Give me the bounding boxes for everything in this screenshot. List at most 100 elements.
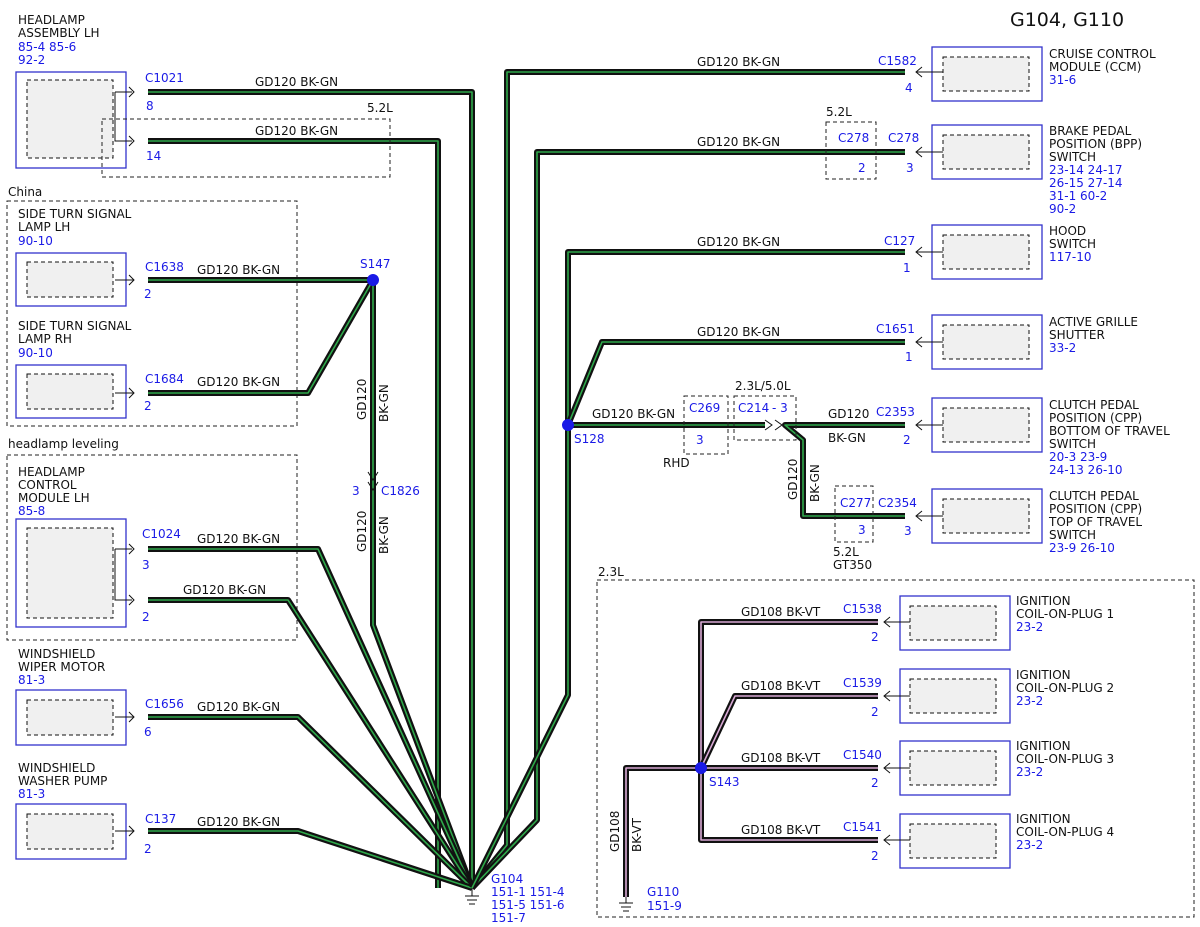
connector-arrow-icon (915, 336, 943, 348)
svg-text:23-14 24-17: 23-14 24-17 (1049, 163, 1123, 177)
svg-text:GD108 BK-VT: GD108 BK-VT (741, 751, 821, 765)
svg-text:3: 3 (352, 484, 360, 498)
svg-text:3: 3 (904, 524, 912, 538)
svg-text:5.2L: 5.2L (826, 105, 852, 119)
connector-arrow-icon (115, 711, 135, 723)
connector-c1582: C1582 (878, 54, 917, 68)
svg-text:SIDE TURN SIGNAL: SIDE TURN SIGNAL (18, 319, 132, 333)
wire-c1656 (148, 714, 475, 891)
svg-text:G104: G104 (491, 872, 523, 886)
connector-c277: C277 (840, 496, 871, 510)
svg-text:- 3: - 3 (772, 401, 788, 415)
svg-text:2.3L/5.0L: 2.3L/5.0L (735, 379, 791, 393)
svg-text:1: 1 (905, 350, 913, 364)
svg-text:151-7: 151-7 (491, 911, 526, 925)
svg-text:SWITCH: SWITCH (1049, 237, 1096, 251)
connector-arrow-icon (915, 419, 943, 431)
svg-text:151-9: 151-9 (647, 899, 682, 913)
connector-arrow-icon (915, 66, 943, 78)
svg-text:GD120: GD120 (828, 407, 869, 421)
connector-c1541: C1541 (843, 820, 882, 834)
svg-text:WINDSHIELD: WINDSHIELD (18, 761, 95, 775)
connector-c1638: C1638 (145, 260, 184, 274)
wire-c1021-8 (148, 89, 475, 888)
svg-text:GT350: GT350 (833, 558, 872, 572)
svg-text:23-2: 23-2 (1016, 838, 1043, 852)
connector-c1826: C1826 (381, 484, 420, 498)
svg-text:GD120 BK-GN: GD120 BK-GN (197, 532, 280, 546)
svg-text:23-9 26-10: 23-9 26-10 (1049, 541, 1115, 555)
svg-text:WINDSHIELD: WINDSHIELD (18, 647, 95, 661)
svg-text:26-15 27-14: 26-15 27-14 (1049, 176, 1123, 190)
svg-text:IGNITION: IGNITION (1016, 739, 1071, 753)
svg-text:LAMP LH: LAMP LH (18, 220, 70, 234)
svg-text:GD108 BK-VT: GD108 BK-VT (741, 605, 821, 619)
connector-arrow-icon (883, 834, 910, 846)
headlamp-assembly-lh-ref: 85-4 85-6 (18, 40, 76, 54)
svg-text:GD120 BK-GN: GD120 BK-GN (592, 407, 675, 421)
svg-text:HOOD: HOOD (1049, 224, 1086, 238)
svg-text:COIL-ON-PLUG 4: COIL-ON-PLUG 4 (1016, 825, 1114, 839)
svg-text:2: 2 (871, 705, 879, 719)
svg-text:TOP OF TRAVEL: TOP OF TRAVEL (1048, 515, 1142, 529)
splice-s143 (695, 762, 707, 774)
svg-text:3: 3 (142, 558, 150, 572)
svg-text:2: 2 (142, 610, 150, 624)
svg-text:SWITCH: SWITCH (1049, 437, 1096, 451)
svg-text:GD120 BK-GN: GD120 BK-GN (183, 583, 266, 597)
connector-c2353: C2353 (876, 405, 915, 419)
clutch-pedal-position-top-switch: C277 3 5.2L GT350 CLUTCH PEDAL POSITION … (833, 485, 1142, 572)
svg-text:90-10: 90-10 (18, 234, 53, 248)
ground-g110: G110 151-9 (619, 885, 682, 913)
connector-c269: C269 (689, 401, 720, 415)
ignition-coil-3: IGNITION COIL-ON-PLUG 3 23-2 C1540 2 GD1… (741, 739, 1114, 796)
connector-c278-inline: C278 (838, 131, 869, 145)
svg-text:GD108: GD108 (608, 811, 622, 852)
svg-text:WASHER PUMP: WASHER PUMP (18, 774, 107, 788)
svg-text:GD120 BK-GN: GD120 BK-GN (197, 263, 280, 277)
ignition-wires (623, 619, 878, 897)
headlamp-control-module-lh: HEADLAMP CONTROL MODULE LH 85-8 C1024 3 … (15, 465, 280, 628)
connector-arrow-icon (114, 86, 135, 147)
svg-text:3: 3 (858, 523, 866, 537)
svg-text:BK-GN: BK-GN (808, 464, 822, 502)
svg-text:G110: G110 (647, 885, 679, 899)
svg-text:2: 2 (144, 399, 152, 413)
svg-text:2: 2 (871, 849, 879, 863)
wire-label: GD120 BK-GN (255, 124, 338, 138)
diagram-title: G104, G110 (1010, 9, 1124, 31)
svg-text:CLUTCH PEDAL: CLUTCH PEDAL (1049, 489, 1139, 503)
svg-text:3: 3 (696, 433, 704, 447)
connector-c1024: C1024 (142, 527, 181, 541)
svg-text:MODULE LH: MODULE LH (18, 491, 90, 505)
svg-text:GD120 BK-GN: GD120 BK-GN (197, 700, 280, 714)
svg-text:GD120: GD120 (355, 379, 369, 420)
connector-c278: C278 (888, 131, 919, 145)
svg-text:31-1 60-2: 31-1 60-2 (1049, 189, 1107, 203)
svg-text:POSITION (CPP): POSITION (CPP) (1049, 411, 1142, 425)
splice-s128 (562, 419, 574, 431)
svg-text:BK-VT: BK-VT (630, 817, 644, 852)
connector-arrow-icon (915, 510, 943, 522)
svg-text:GD120 BK-GN: GD120 BK-GN (197, 375, 280, 389)
svg-text:31-6: 31-6 (1049, 73, 1076, 87)
svg-text:GD120 BK-GN: GD120 BK-GN (197, 815, 280, 829)
headlamp-assembly-lh: HEADLAMP ASSEMBLY LH 85-4 85-6 92-2 5.2L… (15, 13, 393, 178)
ground-icon (465, 888, 479, 905)
svg-text:151-1 151-4: 151-1 151-4 (491, 885, 565, 899)
svg-text:117-10: 117-10 (1049, 250, 1092, 264)
group-leveling-label: headlamp leveling (8, 437, 119, 451)
wire-c1538-c1541 (698, 619, 878, 843)
ground-wires (148, 69, 905, 891)
svg-text:IGNITION: IGNITION (1016, 594, 1071, 608)
svg-text:S143: S143 (709, 775, 740, 789)
brake-pedal-position-switch: 5.2L C278 2 BRAKE PEDAL POSITION (BPP) S… (697, 105, 1142, 216)
svg-text:81-3: 81-3 (18, 787, 45, 801)
inline-c277-box (834, 485, 874, 543)
svg-text:GD108 BK-VT: GD108 BK-VT (741, 823, 821, 837)
connector-c1021: C1021 (145, 71, 184, 85)
svg-text:HEADLAMP: HEADLAMP (18, 465, 85, 479)
ground-icon (619, 897, 633, 912)
svg-text:90-10: 90-10 (18, 346, 53, 360)
